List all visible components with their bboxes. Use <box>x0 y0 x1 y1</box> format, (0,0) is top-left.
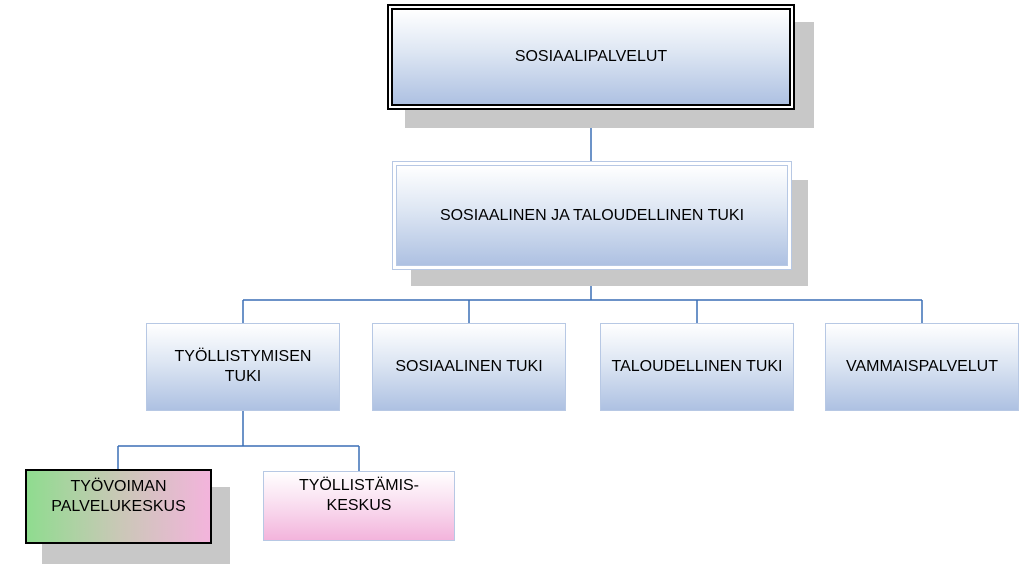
node-label: SOSIAALIPALVELUT <box>514 48 668 65</box>
node-label: SOSIAALINEN TUKI <box>395 358 543 375</box>
node-label: TALOUDELLINEN TUKI <box>611 358 783 375</box>
node-label: TYÖLLISTYMISEN TUKI <box>174 348 312 385</box>
node-sosiaalinen-tuki[interactable]: SOSIAALINEN TUKI <box>372 323 566 411</box>
node-label: TYÖVOIMAN PALVELUKESKUS <box>51 478 186 515</box>
node-taloudellinen-tuki[interactable]: TALOUDELLINEN TUKI <box>600 323 794 411</box>
node-sosiaalipalvelut[interactable]: SOSIAALIPALVELUT <box>389 6 793 108</box>
node-label: TYÖLLISTÄMIS- KESKUS <box>298 477 420 514</box>
node-sosiaalinen-ja-taloudellinen-tuki[interactable]: SOSIAALINEN JA TALOUDELLINEN TUKI <box>396 165 788 266</box>
node-label: SOSIAALINEN JA TALOUDELLINEN TUKI <box>439 206 745 224</box>
node-tyollistamiskeskus[interactable]: TYÖLLISTÄMIS- KESKUS <box>263 471 455 541</box>
node-tyollistymisen-tuki[interactable]: TYÖLLISTYMISEN TUKI <box>146 323 340 411</box>
node-label: VAMMAISPALVELUT <box>845 358 999 375</box>
node-tyovoiman-palvelukeskus[interactable]: TYÖVOIMAN PALVELUKESKUS <box>25 469 212 544</box>
node-vammaispalvelut[interactable]: VAMMAISPALVELUT <box>825 323 1019 411</box>
